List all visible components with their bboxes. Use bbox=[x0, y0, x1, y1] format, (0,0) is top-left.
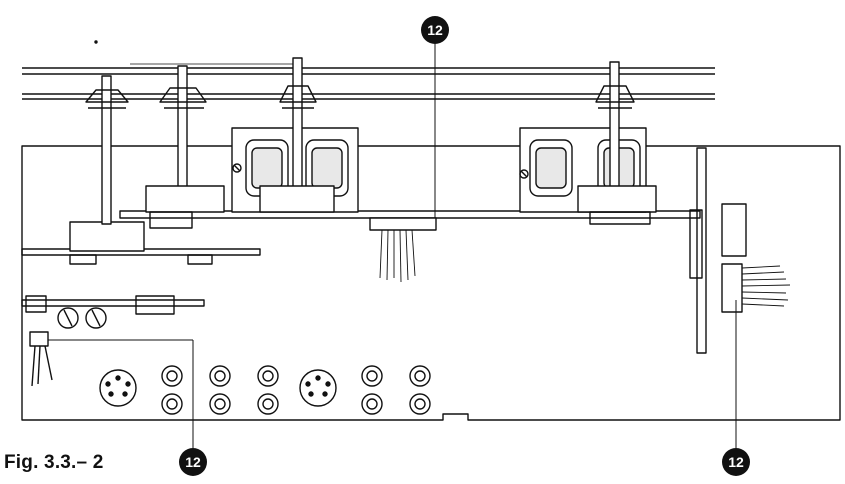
chassis-outline bbox=[21, 145, 841, 421]
din-socket-left bbox=[99, 369, 137, 407]
callout-bottom-left: 12 bbox=[179, 448, 207, 476]
top-rails bbox=[22, 63, 715, 100]
callout-bottom-right: 12 bbox=[722, 448, 750, 476]
center-connector bbox=[369, 217, 437, 283]
callout-top-label: 12 bbox=[427, 22, 443, 38]
rca-sockets bbox=[161, 365, 431, 415]
left-boards bbox=[21, 248, 261, 315]
left-small-connector bbox=[29, 331, 193, 387]
right-vertical-board bbox=[689, 147, 747, 354]
trimmer-knobs bbox=[57, 307, 107, 329]
left-lower-block bbox=[69, 221, 145, 252]
callout-top: 12 bbox=[421, 16, 449, 44]
stray-dot bbox=[94, 40, 98, 44]
shaft-blocks bbox=[145, 185, 657, 229]
callout-bottom-left-label: 12 bbox=[185, 454, 201, 470]
callout-leaders bbox=[192, 44, 737, 448]
din-socket-center bbox=[299, 369, 337, 407]
right-connector bbox=[721, 263, 791, 313]
rail-pulleys bbox=[85, 85, 635, 109]
figure-caption: Fig. 3.3.– 2 bbox=[4, 452, 104, 473]
callout-bottom-right-label: 12 bbox=[728, 454, 744, 470]
